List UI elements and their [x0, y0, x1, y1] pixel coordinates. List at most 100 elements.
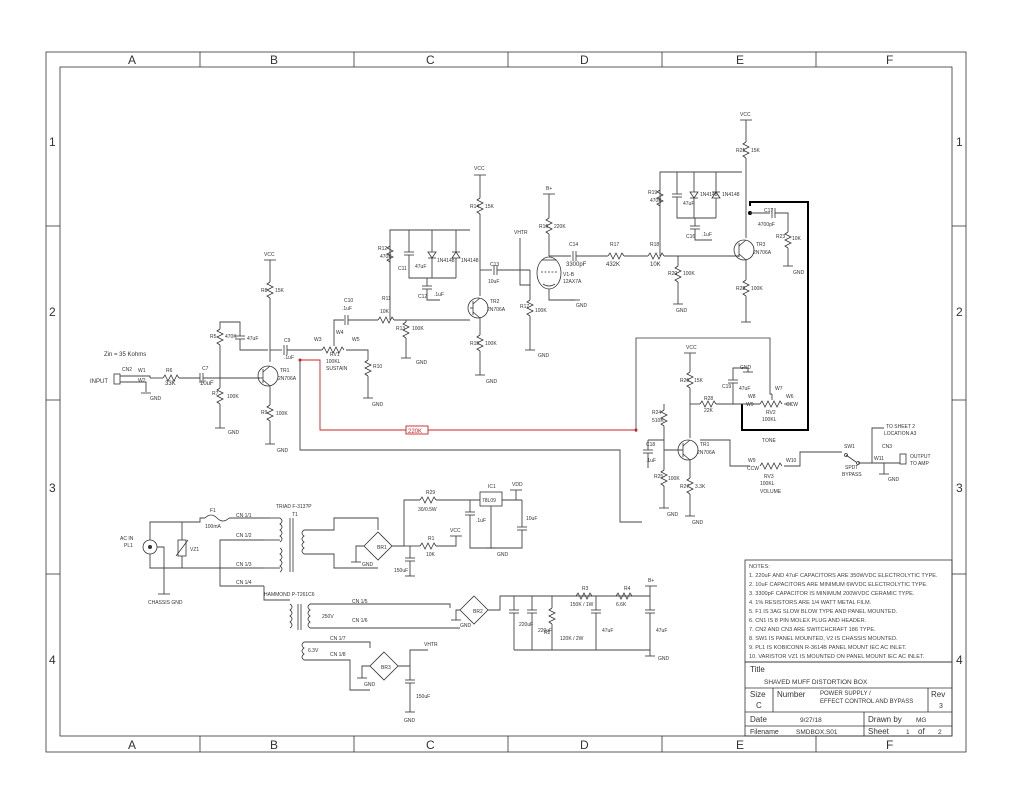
col-label-f-bottom: F — [886, 738, 893, 752]
c2-value: .1uF — [476, 518, 486, 524]
r432-label: R17 — [610, 242, 619, 248]
r24-label: R24 — [652, 410, 661, 416]
d4-type: 1N4148 — [722, 192, 740, 198]
vcc-r14: VCC — [474, 166, 485, 172]
v250-label: 250V — [322, 614, 334, 620]
gnd-bplus: GND — [658, 656, 670, 662]
tr2-label: TR2 — [490, 299, 500, 305]
col-label-a-bottom: A — [128, 738, 136, 752]
r15-value: 100K — [485, 341, 497, 347]
c11-value: 47uF — [415, 264, 426, 270]
col-label-b-bottom: B — [270, 738, 278, 752]
r11-value: 10K — [380, 309, 390, 315]
cn1-4-label: CN 1/4 — [236, 580, 252, 586]
w5-label: W5 — [352, 337, 360, 343]
size-value: C — [756, 701, 762, 710]
r12-label: R12 — [378, 246, 387, 252]
r23-resistor — [784, 231, 792, 249]
r20-value: 100K — [683, 271, 695, 277]
col-label-e-top: E — [736, 53, 744, 67]
tr1-input-label: TR1 — [280, 368, 290, 374]
r29-resistor — [419, 496, 437, 504]
r27-label: R27 — [680, 484, 689, 490]
r16-resistor — [545, 217, 553, 235]
vdd-label: VDD — [512, 482, 523, 488]
c12-value: .1uF — [434, 292, 444, 298]
rv2-tone-potentiometer — [759, 400, 783, 408]
ccw-volume: CCW — [747, 466, 759, 472]
t2-primary — [289, 603, 293, 629]
r19-label: R19 — [648, 190, 657, 196]
r13-value: 100K — [412, 326, 424, 332]
c16-value: .1uF — [702, 232, 712, 238]
c11-label: C11 — [398, 266, 407, 272]
gnd-r27: GND — [692, 520, 704, 526]
t1-label: T1 — [292, 512, 298, 518]
gnd-r23: GND — [793, 270, 805, 276]
rev-label: Rev — [931, 690, 945, 699]
c14-value: 3300pF — [566, 262, 587, 268]
w2-label: W2 — [138, 378, 146, 384]
triad-label: TRIAD F-313?P — [276, 504, 312, 510]
gnd-br1: GND — [362, 562, 374, 568]
note-line-2: 2. 10uF CAPACITORS ARE MINIMUM 6WVDC ELE… — [749, 582, 928, 588]
c-last-value: 47uF — [656, 628, 667, 634]
feedback-220k-path: 220K — [298, 358, 638, 435]
tr3-transistor — [733, 239, 755, 261]
sw1-contact-a — [844, 453, 848, 457]
c18-label: C18 — [646, 442, 655, 448]
vcc-r21: VCC — [740, 112, 751, 118]
r2-label: R2 — [544, 630, 551, 636]
number-label: Number — [777, 690, 806, 699]
r6-label: R6 — [166, 368, 173, 374]
note-line-10: 10. VARISTOR VZ1 IS MOUNTED ON PANEL MOU… — [749, 654, 925, 660]
cn3-label: CN3 — [882, 444, 892, 450]
gnd-tube: GND — [538, 353, 550, 359]
cn1-6-label: CN 1/6 — [352, 618, 368, 624]
filename-label: Filename — [750, 729, 779, 736]
r19-resistor — [656, 189, 664, 207]
c10-value: .1uF — [342, 306, 352, 312]
to-amp-label: TO AMP — [910, 461, 929, 467]
r17-value: 100K — [535, 308, 547, 314]
spdt-label: SPDT — [845, 465, 858, 471]
feedback-resistor — [405, 425, 429, 435]
r26-label: R26 — [680, 378, 689, 384]
gnd-br2: GND — [460, 623, 472, 629]
r12-resistor — [386, 245, 394, 263]
volume-label: VOLUME — [760, 489, 782, 495]
r21-resistor — [742, 141, 750, 159]
gnd-r13: GND — [416, 360, 428, 366]
d2-type: 1N4148 — [461, 258, 479, 264]
border-frame: A B C D E F A B C D E F 1 2 3 4 1 2 3 4 — [45, 51, 967, 753]
r23-value: 10K — [792, 236, 802, 242]
title-label: Title — [750, 665, 765, 674]
bypass-signal-path — [741, 201, 809, 431]
tr1-input-type: 2N706A — [278, 376, 297, 382]
r6-resistor — [162, 374, 180, 382]
note-line-7: 7. CN2 AND CN3 ARE SWITCHCRAFT 186 TYPE. — [749, 627, 876, 633]
location-label: LOCATION A3 — [884, 431, 917, 437]
t1-primary-a — [279, 517, 283, 543]
r18-value: 10K — [650, 262, 661, 268]
pl1-label: PL1 — [124, 543, 133, 549]
of-label: of — [918, 727, 925, 736]
vhtr-tube: VHTR — [514, 230, 528, 236]
ac-in-label: AC IN — [120, 536, 134, 542]
cn1-2-label: CN 1/2 — [236, 533, 252, 539]
to-sheet-label: TO SHEET 2 — [886, 424, 915, 430]
sheet-label: Sheet — [868, 727, 890, 736]
power-supply: AC IN PL1 CHASSIS GND F1 100mA VZ1 CN 1/… — [120, 482, 670, 724]
row-label-1-right: 1 — [956, 135, 963, 149]
r29-value: 30/0.5W — [418, 507, 437, 513]
c7-value: 10uF — [200, 381, 214, 387]
notes-title: NOTES: — [749, 564, 770, 570]
r2-value: 120K / 2W — [560, 636, 584, 642]
vz1-label: VZ1 — [190, 547, 199, 553]
c4-value: 220uF — [519, 622, 533, 628]
cn2-label: CN2 — [122, 367, 132, 373]
c3-value: 10uF — [526, 516, 537, 522]
c6-value: 47uF — [602, 628, 613, 634]
gnd-r10: GND — [372, 402, 384, 408]
